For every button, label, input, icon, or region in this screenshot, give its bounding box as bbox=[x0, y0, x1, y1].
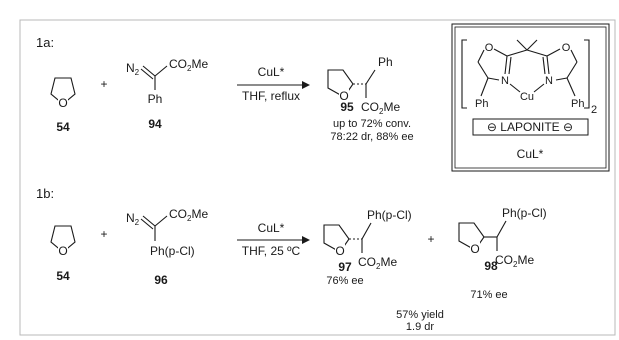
diazo-94-structure: N2 CO2Me Ph bbox=[126, 57, 208, 106]
catalyst-label-1a: CuL* bbox=[258, 65, 285, 79]
catalyst-caption: CuL* bbox=[517, 147, 544, 161]
product-97-oxygen: O bbox=[335, 244, 344, 258]
product-98-aryl: Ph(p-Cl) bbox=[502, 206, 547, 220]
ligand-ph-right: Ph bbox=[571, 98, 584, 110]
compound-97-number: 97 bbox=[338, 260, 352, 274]
combined-yield: 57% yield bbox=[396, 309, 444, 321]
diazo-ester-label: CO2Me bbox=[169, 57, 208, 73]
compound-94-number: 94 bbox=[148, 117, 162, 131]
diazo-96-ester-label: CO2Me bbox=[169, 207, 208, 223]
ligand-subscript: 2 bbox=[591, 104, 597, 116]
combined-dr: 1.9 dr bbox=[406, 321, 434, 333]
product-97-structure: O Ph(p-Cl) CO2Me bbox=[323, 208, 412, 271]
compound-96-number: 96 bbox=[154, 273, 168, 287]
outcome-conversion-1a: up to 72% conv. bbox=[333, 118, 411, 130]
product-97-ee: 76% ee bbox=[326, 275, 363, 287]
product-98-oxygen: O bbox=[470, 242, 479, 256]
catalyst-label-1b: CuL* bbox=[258, 221, 285, 235]
compound-54-number: 54 bbox=[56, 120, 70, 134]
plus-sign-products: + bbox=[427, 232, 434, 246]
metal-cu-label: Cu bbox=[520, 91, 534, 103]
laponite-support-label: ⊖ LAPONITE ⊖ bbox=[487, 120, 573, 134]
product-95-oxygen: O bbox=[339, 89, 348, 103]
compound-98-number: 98 bbox=[484, 259, 498, 273]
product-98-structure: O Ph(p-Cl) CO2Me bbox=[458, 206, 547, 269]
scheme-1a-label: 1a: bbox=[36, 35, 54, 50]
diazo-96-structure: N2 CO2Me Ph(p-Cl) bbox=[126, 207, 208, 258]
diazo-96-aryl-label: Ph(p-Cl) bbox=[150, 244, 195, 258]
diazo-n2-label: N2 bbox=[126, 61, 140, 77]
reaction-arrow-1b bbox=[237, 236, 310, 244]
scheme-1b-label: 1b: bbox=[36, 186, 54, 201]
plus-sign-1b: + bbox=[100, 227, 107, 241]
plus-sign-1a: + bbox=[100, 77, 107, 91]
product-95-ester: CO2Me bbox=[361, 100, 400, 116]
thf-structure-1b: O bbox=[50, 225, 76, 258]
product-97-aryl: Ph(p-Cl) bbox=[367, 208, 412, 222]
catalyst-box: 2 O N Ph O N Ph Cu ⊖ LAPONITE ⊖ Cu bbox=[451, 23, 610, 172]
conditions-label-1a: THF, reflux bbox=[242, 89, 300, 103]
diazo-aryl-label: Ph bbox=[148, 92, 163, 106]
product-98-ester: CO2Me bbox=[495, 253, 534, 269]
figure-frame bbox=[19, 19, 616, 336]
product-95-structure: O Ph CO2Me bbox=[327, 55, 400, 116]
ligand-n-right: N bbox=[545, 75, 553, 87]
outcome-selectivity-1a: 78:22 dr, 88% ee bbox=[330, 131, 413, 143]
thf-oxygen-label-1b: O bbox=[58, 244, 67, 258]
oxazoline-left-oxygen: O bbox=[485, 42, 494, 54]
diazo-96-n2-label: N2 bbox=[126, 211, 140, 227]
compound-95-number: 95 bbox=[340, 100, 354, 114]
product-97-ester: CO2Me bbox=[358, 255, 397, 271]
thf-structure-1a: O bbox=[50, 77, 76, 110]
conditions-label-1b: THF, 25 ºC bbox=[242, 244, 301, 258]
compound-54-number-1b: 54 bbox=[56, 269, 70, 283]
product-98-ee: 71% ee bbox=[470, 289, 507, 301]
product-95-aryl: Ph bbox=[378, 55, 393, 69]
thf-oxygen-label: O bbox=[58, 96, 67, 110]
ligand-ph-left: Ph bbox=[475, 98, 488, 110]
oxazoline-right-oxygen: O bbox=[562, 42, 571, 54]
reaction-arrow-1a bbox=[237, 81, 310, 89]
ligand-n-left: N bbox=[501, 75, 509, 87]
